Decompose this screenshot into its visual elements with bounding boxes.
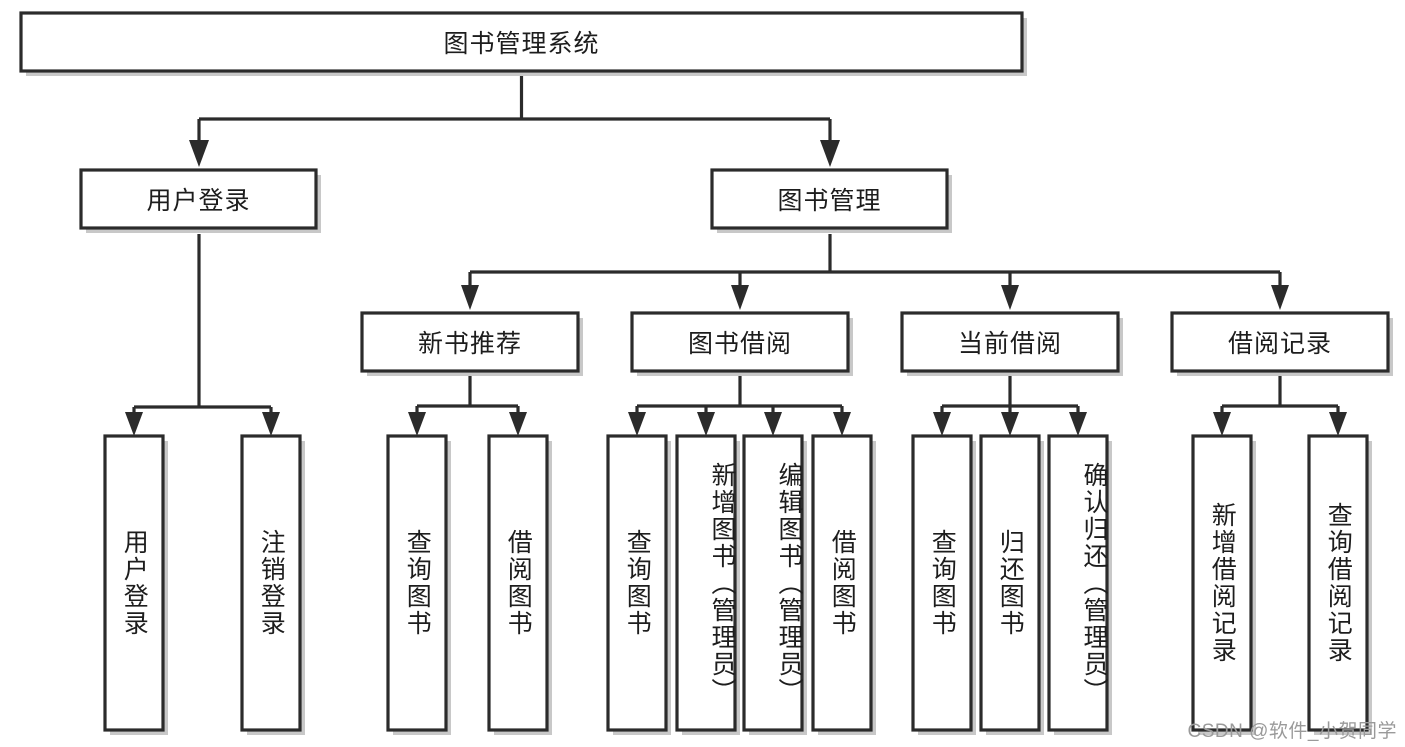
arrow-to-new-book-recommend [461, 285, 479, 310]
node-leaf-borrow-book-1[interactable] [487, 434, 552, 735]
node-leaf-user-login-box[interactable] [103, 434, 165, 732]
connector-group-book-manage [461, 234, 1289, 310]
arrow-to-user-login [189, 140, 209, 167]
node-leaf-query-record[interactable] [1307, 434, 1372, 735]
node-leaf-logout-login[interactable] [240, 434, 305, 735]
arrow-to-book-manage [820, 140, 840, 167]
node-borrow-record[interactable] [1170, 311, 1393, 376]
arrow-to-leaf-return-book [1001, 412, 1019, 436]
node-leaf-query-book-1[interactable] [386, 434, 451, 735]
connector-group-borrow-record [1213, 376, 1347, 436]
arrow-to-leaf-borrow-book-2 [833, 412, 851, 436]
node-leaf-logout-login-box[interactable] [240, 434, 302, 732]
node-user-login[interactable] [79, 168, 321, 233]
node-leaf-query-book-3-box[interactable] [911, 434, 973, 732]
node-leaf-add-book[interactable] [675, 434, 740, 735]
node-leaf-return-book-box[interactable] [979, 434, 1041, 732]
arrow-to-leaf-user-login [125, 412, 143, 436]
node-leaf-add-record-box[interactable] [1191, 434, 1253, 732]
arrow-to-leaf-query-book-3 [933, 412, 951, 436]
csdn-watermark: CSDN @软件_小贺同学 [1187, 721, 1397, 742]
node-book-manage-box[interactable] [710, 168, 949, 230]
node-borrow-record-box[interactable] [1170, 311, 1390, 373]
node-leaf-query-book-3[interactable] [911, 434, 976, 735]
node-leaf-add-book-box[interactable] [675, 434, 737, 732]
node-current-borrow[interactable] [900, 311, 1123, 376]
node-new-book-recommend-box[interactable] [360, 311, 580, 373]
arrow-to-leaf-edit-book [764, 412, 782, 436]
arrow-to-leaf-add-record [1213, 412, 1231, 436]
node-leaf-borrow-book-2[interactable] [811, 434, 876, 735]
node-book-manage[interactable] [710, 168, 952, 233]
node-current-borrow-box[interactable] [900, 311, 1120, 373]
arrow-to-leaf-query-record [1329, 412, 1347, 436]
node-new-book-recommend[interactable] [360, 311, 583, 376]
node-leaf-query-book-2-box[interactable] [606, 434, 668, 732]
node-leaf-edit-book-box[interactable] [742, 434, 804, 732]
arrow-to-borrow-record [1271, 285, 1289, 310]
node-book-borrow[interactable] [630, 311, 853, 376]
node-leaf-confirm-return-box[interactable] [1047, 434, 1109, 732]
node-leaf-add-record[interactable] [1191, 434, 1256, 735]
arrow-to-book-borrow [731, 285, 749, 310]
connector-group-current-borrow [933, 376, 1087, 436]
node-leaf-confirm-return[interactable] [1047, 434, 1112, 735]
arrow-to-current-borrow [1001, 285, 1019, 310]
node-leaf-edit-book[interactable] [742, 434, 807, 735]
node-leaf-return-book[interactable] [979, 434, 1044, 735]
node-root-box[interactable] [19, 11, 1024, 73]
connector-group-new-book-recommend [408, 376, 527, 436]
arrow-to-leaf-query-book-2 [628, 412, 646, 436]
node-leaf-query-book-2[interactable] [606, 434, 671, 735]
node-user-login-box[interactable] [79, 168, 318, 230]
node-book-borrow-box[interactable] [630, 311, 850, 373]
node-root[interactable] [19, 11, 1027, 76]
connector-group-root [189, 75, 840, 167]
connector-group-user-login [125, 234, 280, 436]
arrow-to-leaf-add-book [697, 412, 715, 436]
node-leaf-user-login[interactable] [103, 434, 168, 735]
node-leaf-borrow-book-2-box[interactable] [811, 434, 873, 732]
arrow-to-leaf-logout-login [262, 412, 280, 436]
connector-group-book-borrow [628, 376, 851, 436]
arrow-to-leaf-borrow-book-1 [509, 412, 527, 436]
node-leaf-query-book-1-box[interactable] [386, 434, 448, 732]
node-leaf-borrow-book-1-box[interactable] [487, 434, 549, 732]
arrow-to-leaf-confirm-return [1069, 412, 1087, 436]
arrow-to-leaf-query-book-1 [408, 412, 426, 436]
node-leaf-query-record-box[interactable] [1307, 434, 1369, 732]
